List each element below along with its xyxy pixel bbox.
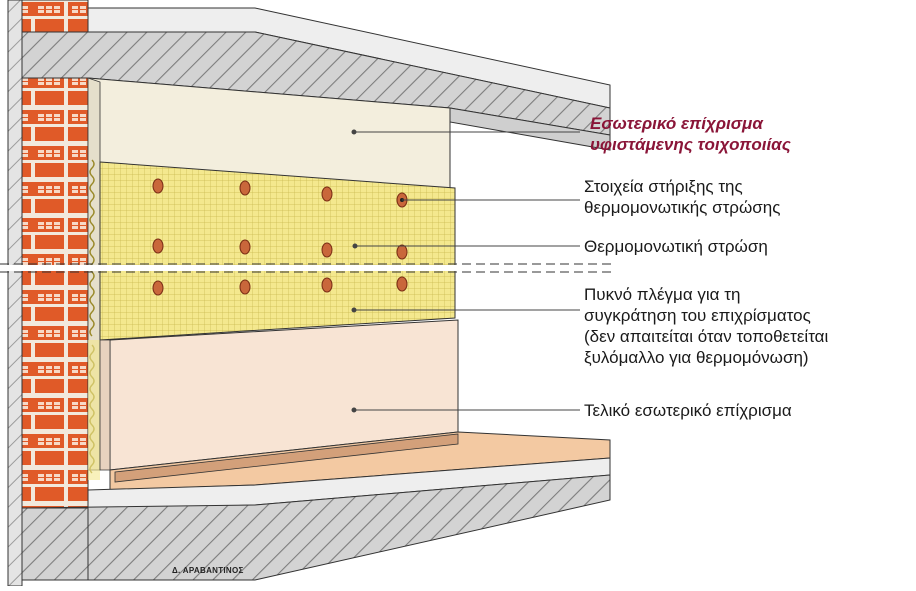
floor-slab [21, 431, 611, 581]
brick-wall [21, 77, 89, 509]
leader-lines [351, 129, 580, 413]
label-mesh-3: (δεν απαιτείται όταν τοποθετείται [584, 327, 829, 346]
label-support-elements-2: θερμομονωτικής στρώσης [584, 198, 781, 217]
label-support-elements-1: Στοιχεία στήριξης της [584, 177, 743, 196]
anchor [239, 180, 251, 196]
anchor [152, 280, 164, 296]
label-insulation-layer: Θερμομονωτική στρώση [584, 237, 768, 256]
anchors [152, 178, 408, 296]
outer-plaster-strip [7, 0, 23, 587]
label-mesh-2: συγκράτηση του επιχρίσματος [584, 306, 811, 325]
label-interior-plaster-existing-1: Εσωτερικό επίχρισμα [590, 114, 763, 133]
top-slab [21, 7, 611, 151]
anchor [396, 244, 408, 260]
anchor [321, 242, 333, 258]
anchor [321, 186, 333, 202]
label-interior-plaster-existing-2: υφιστάμενης τοιχοποιίας [590, 135, 791, 154]
anchor [152, 178, 164, 194]
label-final-plaster: Τελικό εσωτερικό επίχρισμα [584, 401, 792, 420]
anchor [396, 276, 408, 292]
label-mesh-4: ξυλόμαλλο για θερμομόνωση) [584, 348, 809, 367]
anchor [152, 238, 164, 254]
anchor [239, 279, 251, 295]
author-signature: Δ. ΑΡΑΒΑΝΤΙΝΟΣ [172, 566, 244, 575]
anchor [239, 239, 251, 255]
anchor [321, 277, 333, 293]
insulation-layer [88, 159, 456, 480]
label-mesh-1: Πυκνό πλέγμα για τη [584, 285, 741, 304]
